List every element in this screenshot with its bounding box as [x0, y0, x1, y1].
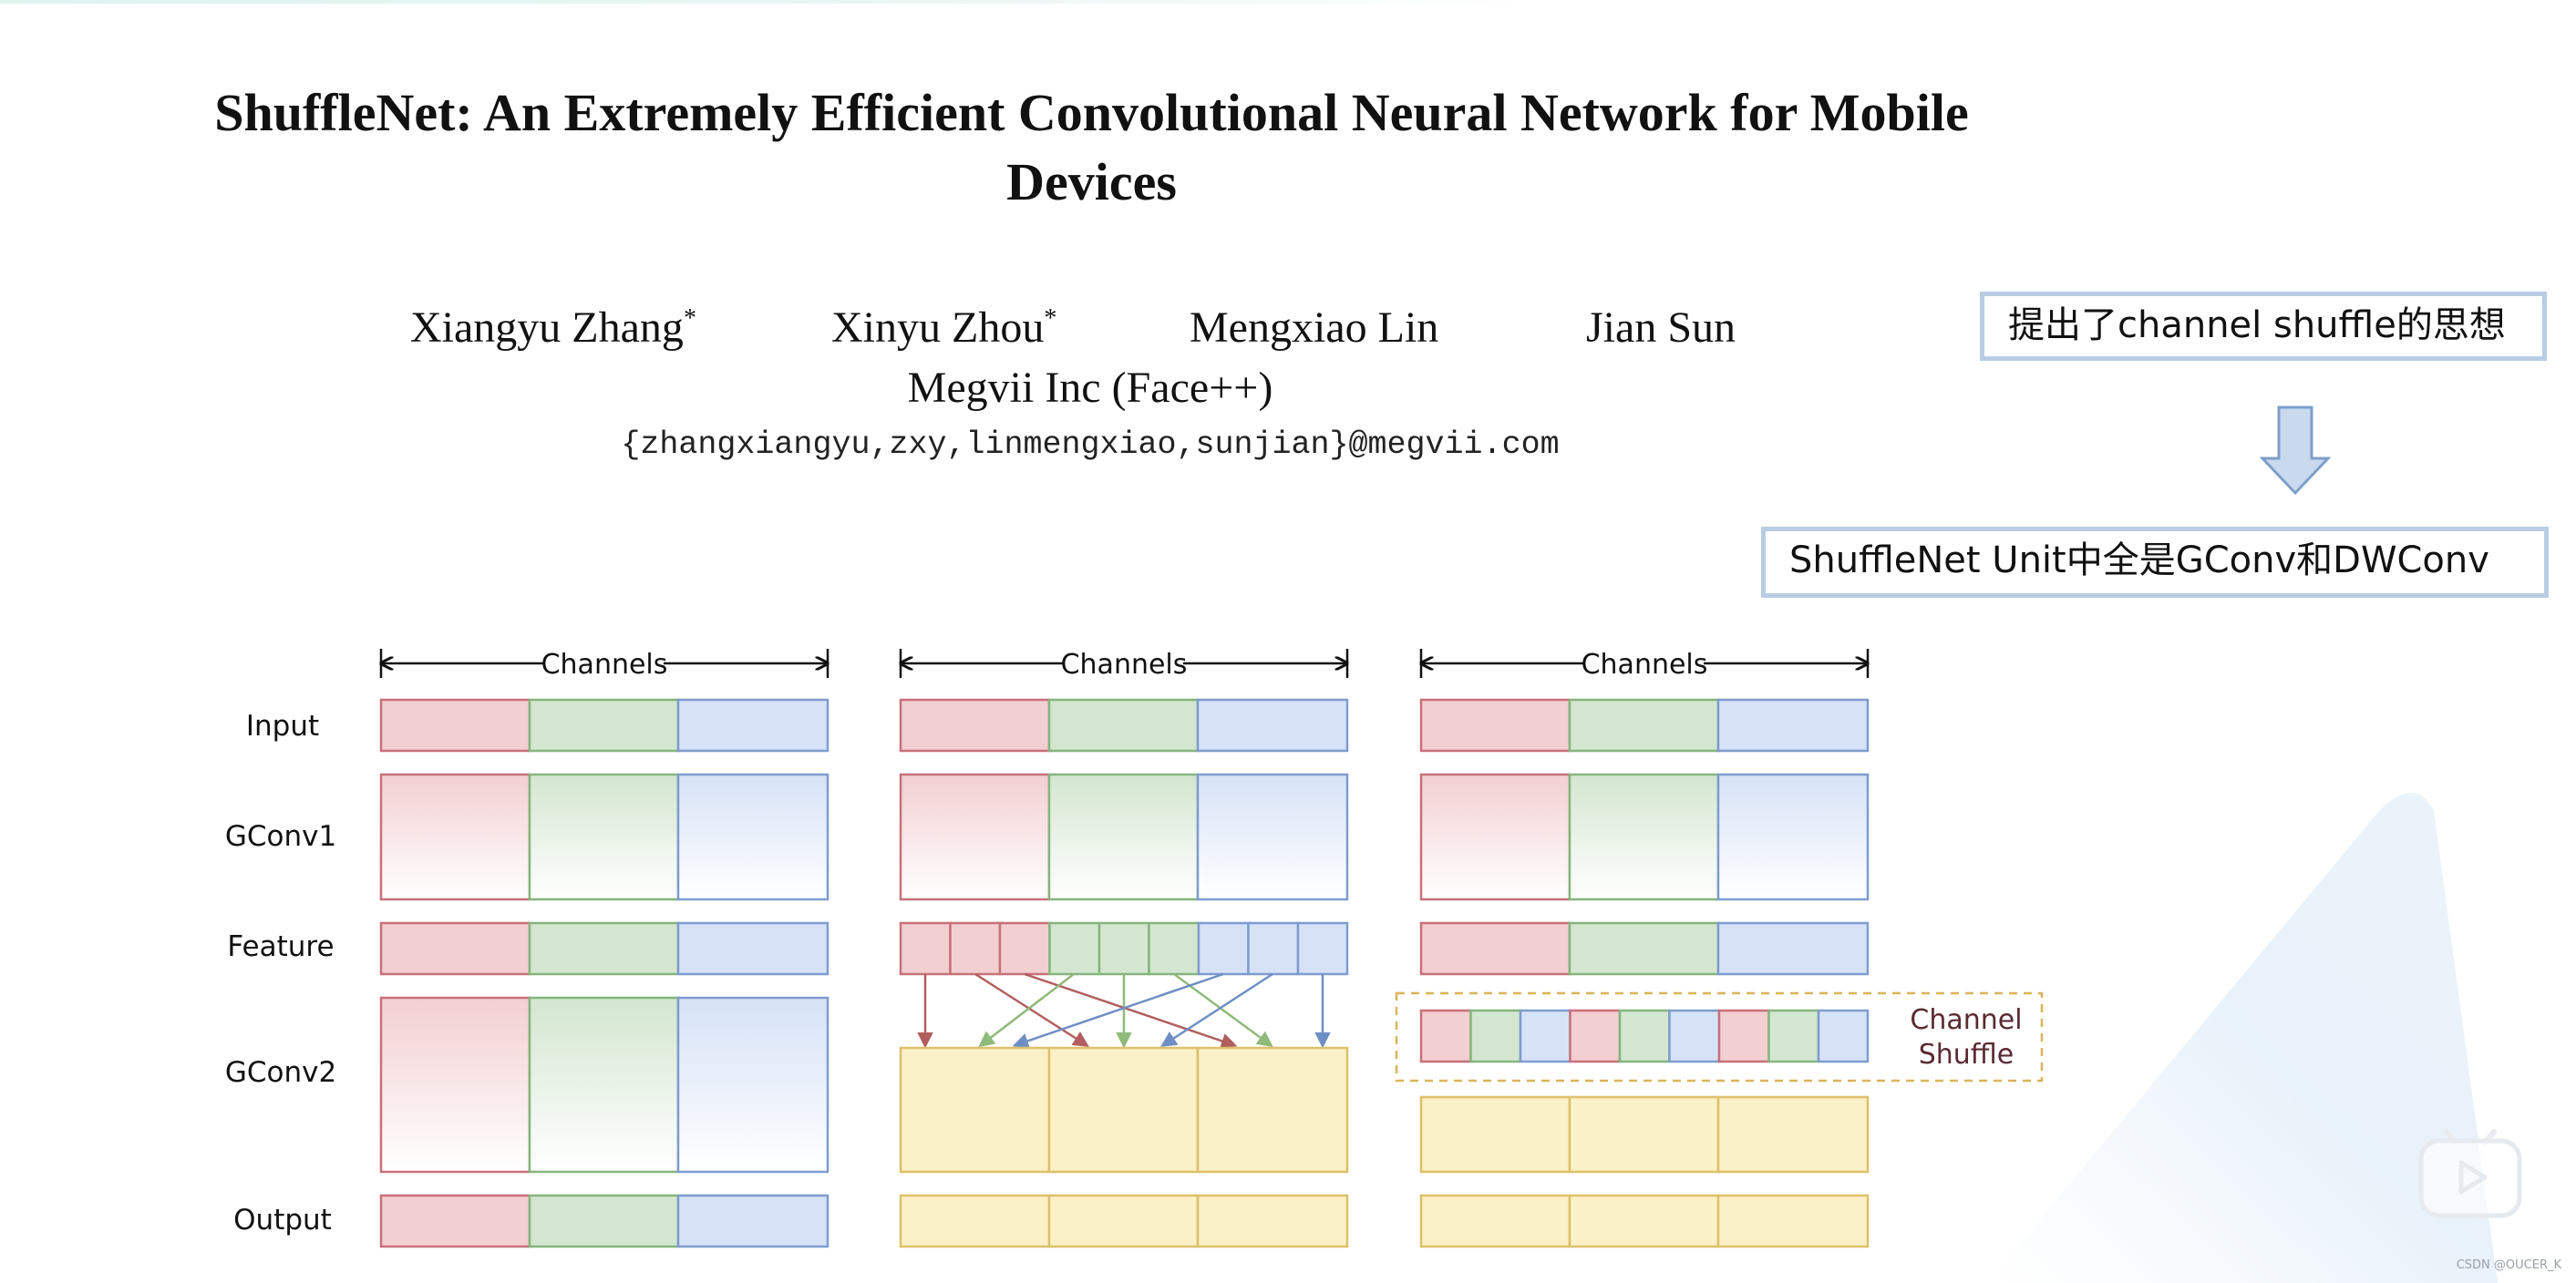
- b-gconv1-blue: [1196, 773, 1349, 901]
- a-input-blue: [676, 698, 829, 753]
- a-input-green: [528, 698, 680, 753]
- b-gconv1-red: [899, 773, 1051, 901]
- a-gconv1-blue: [676, 773, 829, 901]
- channels-label-a: Channels: [541, 649, 668, 681]
- author-2: Xinyu Zhou*: [831, 303, 1057, 352]
- a-output-red: [379, 1194, 531, 1248]
- b-input-blue: [1196, 698, 1349, 753]
- channels-dimension-c: Channels: [1421, 645, 1868, 681]
- c-output-2: [1568, 1194, 1720, 1248]
- c-feature-green: [1568, 921, 1720, 976]
- c-shuffled-row: [1419, 1009, 1870, 1063]
- paper-title-line-1: ShuffleNet: An Extremely Efficient Convo…: [214, 83, 1969, 142]
- panel-a: [379, 698, 829, 1248]
- c-output-3: [1716, 1194, 1870, 1248]
- watermark-background-shape: [1987, 793, 2498, 1283]
- b-gconv1-green: [1047, 773, 1200, 901]
- a-feature-green: [528, 921, 680, 976]
- a-output-green: [528, 1194, 680, 1248]
- c-output-1: [1419, 1194, 1571, 1248]
- c-input-blue: [1716, 698, 1870, 753]
- a-gconv2-green: [528, 996, 680, 1174]
- channel-shuffle-label-1: Channel: [1910, 1004, 2022, 1036]
- c-gconv2-1: [1419, 1095, 1571, 1174]
- b-output-1: [899, 1194, 1051, 1248]
- c-feature-blue: [1716, 921, 1870, 976]
- row-label-gconv1: GConv1: [225, 820, 336, 853]
- row-label-input: Input: [246, 710, 319, 743]
- note-channel-shuffle-idea: 提出了channel shuffle的思想: [1980, 292, 2547, 361]
- a-gconv1-red: [379, 773, 531, 901]
- author-email: {zhangxiangyu,zxy,linmengxiao,sunjian}@m…: [621, 426, 1560, 463]
- a-output-blue: [676, 1194, 829, 1248]
- b-shuffle-arrows: [917, 972, 1331, 1049]
- b-output-2: [1047, 1194, 1200, 1248]
- row-label-feature: Feature: [227, 930, 334, 963]
- paper-title-line-2: Devices: [1006, 152, 1177, 211]
- channels-label-c: Channels: [1582, 649, 1708, 681]
- a-gconv2-blue: [676, 996, 829, 1174]
- b-input-green: [1047, 698, 1200, 753]
- row-label-output: Output: [233, 1204, 332, 1237]
- affiliation: Megvii Inc (Face++): [907, 364, 1273, 412]
- play-icon[interactable]: [2416, 1119, 2525, 1219]
- author-1: Xiangyu Zhang*: [410, 303, 696, 352]
- c-gconv2-2: [1568, 1095, 1720, 1174]
- channels-dimension-a: Channels: [381, 645, 828, 681]
- b-gconv2-3: [1196, 1046, 1349, 1174]
- a-input-red: [379, 698, 531, 753]
- b-gconv2-1: [899, 1046, 1051, 1174]
- b-gconv2-2: [1047, 1046, 1200, 1174]
- b-input-red: [899, 698, 1051, 753]
- channel-shuffle-label-2: Shuffle: [1919, 1039, 2014, 1071]
- csdn-watermark: CSDN @OUCER_K: [2456, 1258, 2561, 1272]
- author-1-mark: *: [683, 304, 696, 333]
- paper-title: ShuffleNet: An Extremely Efficient Convo…: [91, 78, 2092, 217]
- top-strip: [0, 0, 1550, 4]
- author-list: Xiangyu Zhang* Xinyu Zhou* Mengxiao Lin …: [0, 303, 2576, 366]
- down-arrow-icon: [2259, 405, 2332, 496]
- author-2-mark: *: [1044, 304, 1057, 333]
- c-gconv1-green: [1568, 773, 1720, 901]
- row-label-gconv2: GConv2: [225, 1056, 336, 1089]
- author-3: Mengxiao Lin: [1190, 303, 1439, 352]
- b-output-3: [1196, 1194, 1349, 1248]
- a-feature-red: [379, 921, 531, 976]
- c-gconv1-red: [1419, 773, 1571, 901]
- channels-label-b: Channels: [1061, 649, 1188, 681]
- c-gconv1-blue: [1716, 773, 1870, 901]
- note-shufflenet-unit: ShuffleNet Unit中全是GConv和DWConv: [1761, 527, 2549, 598]
- a-gconv2-red: [379, 996, 531, 1174]
- a-gconv1-green: [528, 773, 680, 901]
- b-feature-row: [899, 921, 1349, 976]
- channel-shuffle-box: [1395, 991, 2044, 1083]
- c-input-red: [1419, 698, 1571, 753]
- a-feature-blue: [676, 921, 829, 976]
- c-feature-red: [1419, 921, 1571, 976]
- panel-c: Channel Shuffle: [1395, 698, 2044, 1248]
- c-gconv2-3: [1716, 1095, 1870, 1174]
- panel-b: [899, 698, 1349, 1248]
- c-input-green: [1568, 698, 1720, 753]
- author-4: Jian Sun: [1586, 303, 1736, 352]
- channels-dimension-b: Channels: [901, 645, 1347, 681]
